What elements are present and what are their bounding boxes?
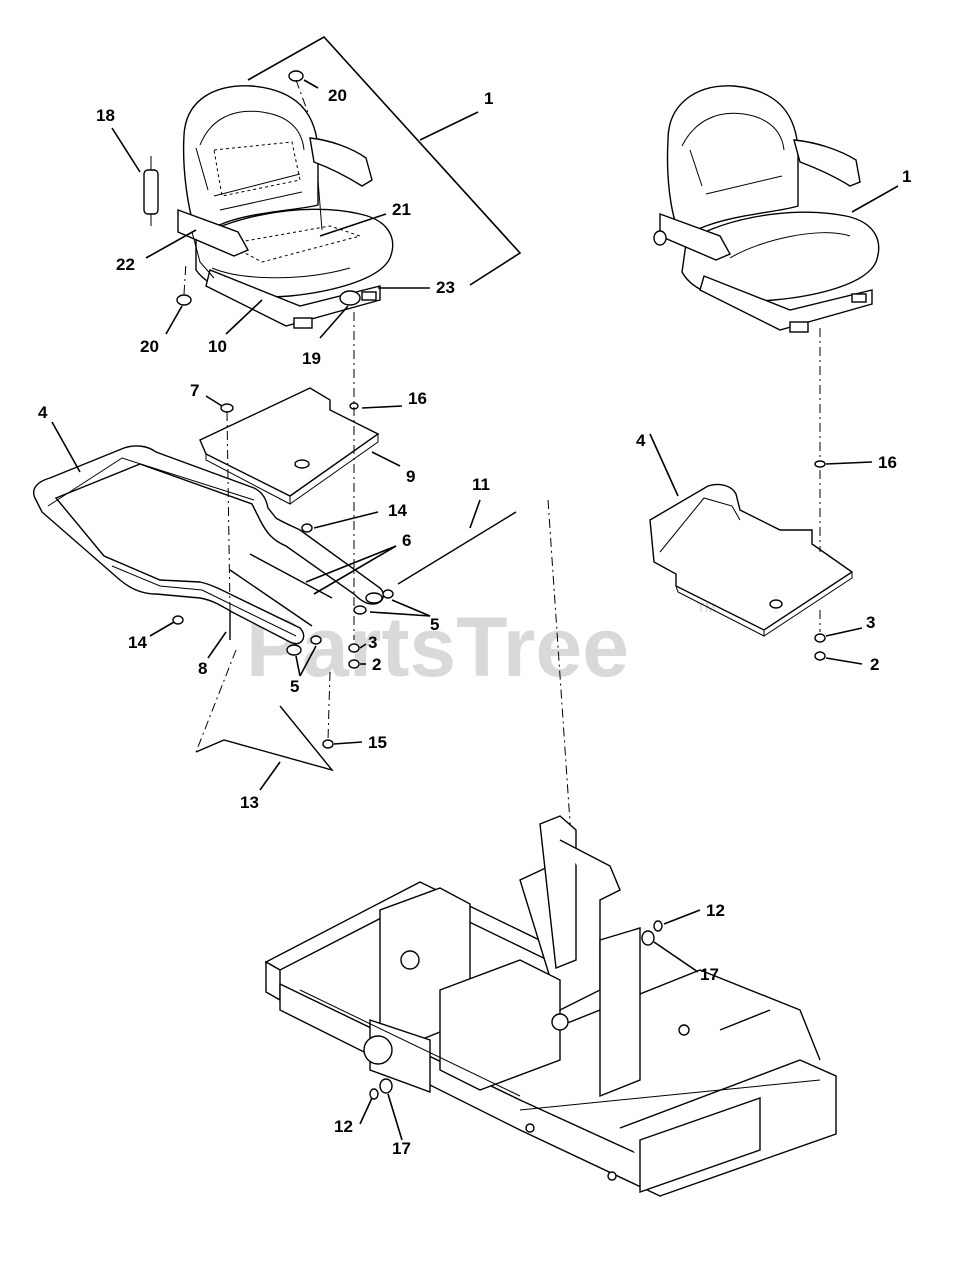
seat-frame-left (32, 445, 384, 645)
callout-labels: 1 1 18 20 20 21 22 23 10 19 7 16 9 4 14 … (38, 86, 911, 1158)
callout-2-right: 2 (870, 655, 879, 674)
callout-3-right: 3 (866, 613, 875, 632)
callout-3-left: 3 (368, 633, 377, 652)
callout-19: 19 (302, 349, 321, 368)
callout-4-left: 4 (38, 403, 48, 422)
leader-lines (51, 79, 899, 1141)
callout-9: 9 (406, 467, 415, 486)
callout-12-left: 12 (334, 1117, 353, 1136)
callout-20-top: 20 (328, 86, 347, 105)
seat-assembly-left (143, 35, 522, 329)
seat-pan-left (199, 387, 380, 505)
callout-18: 18 (96, 106, 115, 125)
callout-2-left: 2 (372, 655, 381, 674)
callout-8: 8 (198, 659, 207, 678)
callout-14-lower: 14 (128, 633, 147, 652)
callout-1-right: 1 (902, 167, 911, 186)
callout-22: 22 (116, 255, 135, 274)
callout-16-right: 16 (878, 453, 897, 472)
callout-20-bottom: 20 (140, 337, 159, 356)
callout-5-left: 5 (290, 677, 299, 696)
seat-frame-right (649, 483, 854, 637)
callout-17-right: 17 (700, 965, 719, 984)
callout-4-right: 4 (636, 431, 646, 450)
callout-5-right: 5 (430, 615, 439, 634)
callout-23: 23 (436, 278, 455, 297)
callout-13: 13 (240, 793, 259, 812)
callout-16-left: 16 (408, 389, 427, 408)
callout-21: 21 (392, 200, 411, 219)
callout-6: 6 (402, 531, 411, 550)
callout-12-right: 12 (706, 901, 725, 920)
callout-11: 11 (472, 475, 490, 494)
callout-15: 15 (368, 733, 387, 752)
mower-frame (264, 815, 837, 1198)
watermark: PartsTree (246, 600, 629, 694)
callout-7: 7 (190, 381, 199, 400)
seat-assembly-right (653, 85, 880, 333)
callout-10: 10 (208, 337, 227, 356)
callout-17-left: 17 (392, 1139, 411, 1158)
callout-14-upper: 14 (388, 501, 407, 520)
callout-1-left: 1 (484, 89, 493, 108)
